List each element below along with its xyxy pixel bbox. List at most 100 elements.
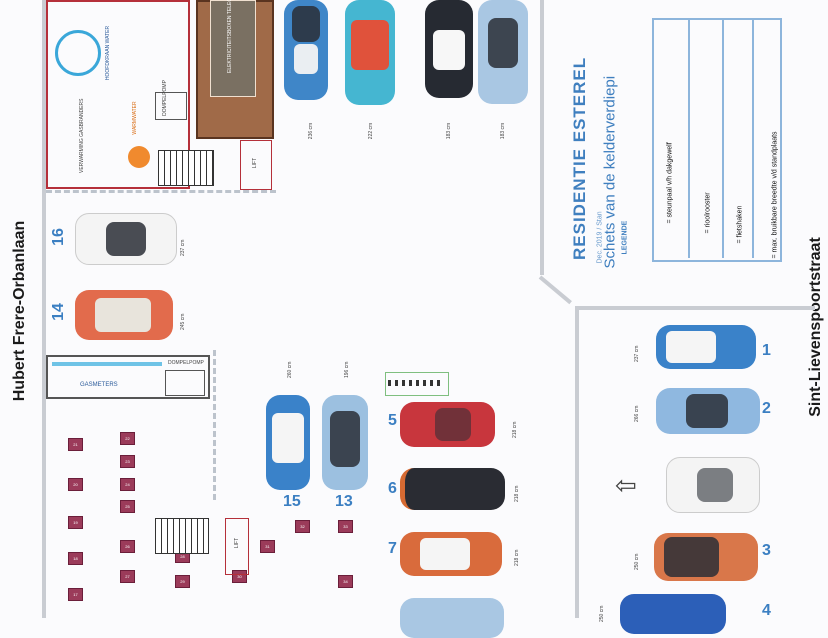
- legend-divider-3: [752, 18, 754, 258]
- outer-wall-right-bottom: [575, 306, 579, 618]
- legend-divider-2: [722, 18, 724, 258]
- dashed-line-top: [46, 190, 276, 193]
- car-7: [400, 532, 502, 576]
- space-4-number: 4: [762, 602, 771, 619]
- car-16: [75, 213, 177, 265]
- car-2: [656, 388, 760, 434]
- outer-wall-diagonal: [538, 275, 572, 305]
- legend-item-0: = steunpaal v/h dakgewelf: [666, 142, 674, 224]
- title-name: RESIDENTIE ESTEREL: [570, 56, 589, 260]
- cellar-box: 31: [260, 540, 275, 553]
- gas-meters-room: [46, 355, 210, 399]
- stairs-top: [158, 150, 214, 186]
- space-3-number: 3: [762, 542, 771, 559]
- legend-divider-1: [688, 18, 690, 258]
- arrow-left-icon: ⇦: [615, 470, 637, 500]
- cellar-box: 27: [120, 570, 135, 583]
- space-2-width: 266 cm: [634, 405, 640, 422]
- car-5: [400, 402, 495, 447]
- space-16-number: 16: [49, 228, 67, 246]
- car-top-2: [345, 0, 395, 105]
- pump-top-box: [155, 92, 187, 120]
- lift-top: [240, 140, 272, 190]
- space-2-number: 2: [762, 400, 771, 417]
- space-1-width: 237 cm: [634, 345, 640, 362]
- water-meter-label: HOOFDKRAAN WATER: [105, 25, 111, 81]
- cellar-box: 25: [120, 500, 135, 513]
- stairs-mid: [155, 518, 209, 554]
- cellar-box: 34: [338, 575, 353, 588]
- space-3-width: 250 cm: [634, 553, 640, 570]
- legend-box: [652, 18, 782, 262]
- pump-left-box: [165, 370, 205, 396]
- cellar-box: 21: [68, 438, 83, 451]
- lift-mid: [225, 518, 249, 575]
- car-top-4: [478, 0, 528, 104]
- street-left: Hubert Frere-Orbanlaan: [11, 220, 28, 402]
- space-5-number: 5: [388, 412, 397, 429]
- space-16-width: 237 cm: [180, 239, 186, 256]
- top-width-3: 183 cm: [446, 122, 452, 140]
- lift-top-label: LIFT: [252, 157, 258, 169]
- cellar-box: 24: [120, 478, 135, 491]
- legend-item-1: = rioolrooster: [704, 192, 712, 234]
- cellar-box: 19: [68, 516, 83, 529]
- cellar-box: 17: [68, 588, 83, 601]
- car-13: [322, 395, 368, 490]
- bike-rack: [385, 372, 449, 396]
- storage-label: VERWARMING GASBRANDERS: [79, 98, 85, 173]
- lift-mid-label: LIFT: [234, 537, 240, 549]
- car-15: [75, 290, 173, 340]
- space-13-width: 196 cm: [344, 361, 350, 378]
- legend-item-2: = fietshaken: [736, 205, 744, 244]
- space-15-number: 14: [49, 303, 67, 321]
- pump-top-label: DOMPELPOMP: [162, 80, 168, 116]
- space-7-number: 7: [388, 540, 397, 557]
- car-top-1: [284, 0, 328, 100]
- space-14-width: 260 cm: [287, 361, 293, 378]
- outer-wall-right-top: [540, 0, 544, 275]
- space-6-number: 6: [388, 480, 397, 497]
- gas-meter-bar: [52, 362, 162, 366]
- space-13-number: 13: [335, 493, 353, 510]
- car-14: [266, 395, 310, 490]
- cellar-box: 32: [295, 520, 310, 533]
- space-7-width: 218 cm: [514, 549, 520, 566]
- space-14-number: 15: [283, 493, 301, 510]
- gas-meters-label: GASMETERS: [80, 382, 118, 388]
- car-1: [656, 325, 756, 369]
- top-width-2: 222 cm: [368, 122, 374, 140]
- cellar-box: 26: [120, 540, 135, 553]
- electric-label: ELEKTRICITEITSBOXEN TELECOMBOX: [227, 0, 233, 73]
- water-meter-icon: [55, 30, 101, 76]
- bike-hooks: [388, 380, 444, 386]
- cellar-box: 23: [120, 455, 135, 468]
- legend-item-3: = max. bruikbare breedte v/d standplaats: [771, 131, 779, 259]
- space-1-number: 1: [762, 342, 771, 359]
- water-heater-icon: [128, 146, 150, 168]
- cellar-box: 33: [338, 520, 353, 533]
- pump-left-label: DOMPELPOMP: [168, 360, 204, 366]
- street-right: Sint-Lievenspoortstraat: [807, 237, 824, 417]
- outer-wall-left: [42, 0, 46, 618]
- space-15-width: 245 cm: [180, 313, 186, 330]
- cellar-box: 20: [68, 478, 83, 491]
- car-3: [654, 533, 758, 581]
- outer-wall-bottom-right: [575, 306, 815, 310]
- dashed-line-mid: [213, 350, 220, 500]
- space-6-width: 218 cm: [514, 485, 520, 502]
- technical-room: [46, 0, 190, 189]
- legend-heading: LEGENDE: [621, 220, 629, 255]
- cellar-box: 18: [68, 552, 83, 565]
- cellar-box: 29: [175, 575, 190, 588]
- cellar-box: 22: [120, 432, 135, 445]
- electric-box: [210, 0, 256, 97]
- car-4: [620, 594, 726, 634]
- top-width-4: 183 cm: [500, 122, 506, 140]
- car-mid-white: [666, 457, 760, 513]
- title-date: Dec. 2019 / Stan: [596, 211, 604, 264]
- cellar-box: 30: [232, 570, 247, 583]
- top-width-1: 236 cm: [308, 122, 314, 140]
- space-5-width: 218 cm: [512, 421, 518, 438]
- car-8-partial: [400, 598, 504, 638]
